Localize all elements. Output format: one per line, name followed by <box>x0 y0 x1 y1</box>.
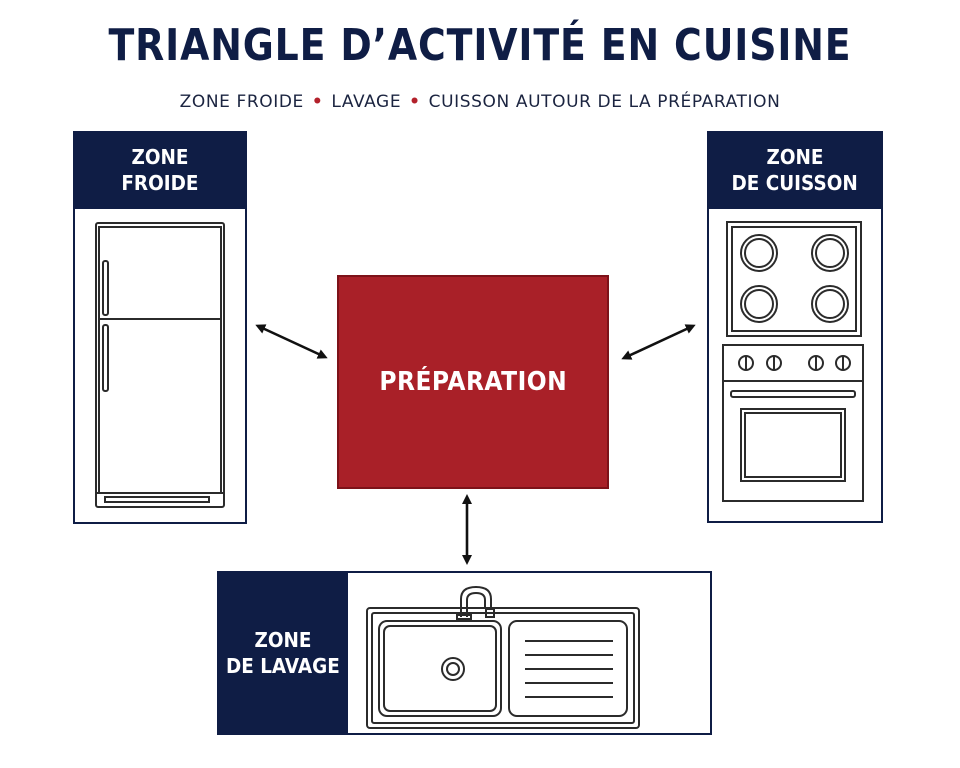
zone-froide-label-line1: ZONE <box>131 145 189 169</box>
arrow-froide-preparation <box>255 324 328 359</box>
subtitle: ZONE FROIDE • LAVAGE • CUISSON AUTOUR DE LA … <box>0 92 960 112</box>
zone-cuisson-label-line2: DE CUISSON <box>731 171 859 195</box>
zone-lavage-header: ZONE DE LAVAGE <box>217 571 348 735</box>
subtitle-separator: • <box>311 92 324 112</box>
zone-lavage-label-line1: ZONE <box>254 628 311 652</box>
sink-icon <box>366 585 640 729</box>
preparation-label: PRÉPARATION <box>379 367 567 397</box>
zone-cuisson-label-line1: ZONE <box>766 145 824 169</box>
stove-oven-icon <box>722 221 864 502</box>
preparation-zone: PRÉPARATION <box>337 275 609 489</box>
arrow-cuisson-preparation <box>621 324 696 360</box>
zone-lavage-label-line2: DE LAVAGE <box>225 654 340 678</box>
zone-lavage-panel: ZONE DE LAVAGE <box>217 571 712 735</box>
subtitle-part-lavage: LAVAGE <box>331 92 402 112</box>
zone-cuisson-panel: ZONE DE CUISSON <box>707 131 883 523</box>
zone-cuisson-header: ZONE DE CUISSON <box>707 131 883 209</box>
subtitle-separator: • <box>409 92 421 112</box>
zone-froide-label-line2: FROIDE <box>121 171 199 195</box>
zone-froide-panel: ZONE FROIDE <box>73 131 247 524</box>
subtitle-part-froide: ZONE FROIDE <box>179 92 304 112</box>
page-title: TRIANGLE D’ACTIVITÉ EN CUISINE <box>108 20 852 71</box>
zone-froide-header: ZONE FROIDE <box>73 131 247 209</box>
subtitle-part-cuisson: CUISSON AUTOUR DE LA PRÉPARATION <box>428 92 781 112</box>
refrigerator-icon <box>95 222 225 508</box>
